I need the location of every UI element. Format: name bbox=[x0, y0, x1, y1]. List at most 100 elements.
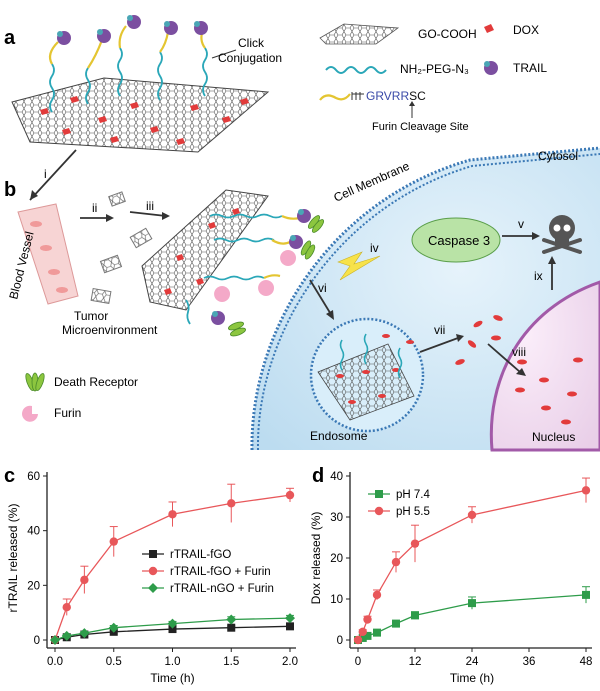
step-iii: iii bbox=[146, 199, 154, 213]
legend-go-cooh: GO-COOH bbox=[319, 23, 477, 45]
peg-chains-a bbox=[49, 47, 208, 113]
step-viii: viii bbox=[512, 345, 526, 359]
x-tick-label: 24 bbox=[466, 656, 479, 668]
y-tick-label: 60 bbox=[27, 471, 40, 483]
step-vi: vi bbox=[318, 281, 327, 295]
x-tick-label: 2.0 bbox=[282, 656, 298, 668]
data-point bbox=[363, 615, 372, 624]
y-axis-label: rTRAIL released (%) bbox=[6, 504, 20, 613]
data-point bbox=[80, 575, 89, 585]
legend-peptide: GRVRRSC Furin Cleavage Site bbox=[319, 89, 469, 133]
data-point bbox=[358, 633, 367, 642]
caspase-ellipse bbox=[411, 217, 501, 263]
graphene-sheet-a bbox=[11, 15, 270, 153]
x-tick-label: 12 bbox=[409, 656, 422, 668]
legend-death-receptor bbox=[25, 372, 45, 392]
dox-molecules-a bbox=[40, 96, 249, 145]
legend-marker bbox=[148, 583, 158, 593]
x-tick-label: 0.0 bbox=[47, 656, 63, 668]
data-point bbox=[109, 537, 118, 546]
y-axis-label: Dox released (%) bbox=[309, 512, 323, 605]
data-point bbox=[372, 590, 382, 600]
peptide-suffix: SC bbox=[409, 89, 426, 103]
data-point bbox=[392, 619, 400, 628]
y-tick-label: 0 bbox=[34, 635, 40, 647]
blood-vessel-label: Blood Vessel bbox=[6, 230, 36, 301]
caspase-label: Caspase 3 bbox=[428, 233, 490, 248]
legend-marker bbox=[149, 550, 157, 558]
cytosol-label: Cytosol bbox=[538, 149, 578, 163]
endosome-label: Endosome bbox=[310, 429, 368, 443]
legend-dox: DOX bbox=[484, 23, 539, 37]
data-point bbox=[363, 631, 372, 640]
data-point bbox=[227, 499, 236, 508]
data-point bbox=[79, 628, 90, 639]
legend-label: pH 5.5 bbox=[396, 506, 430, 518]
data-point bbox=[286, 622, 294, 631]
peptide-linkers-a bbox=[48, 25, 206, 69]
microenv-label: Microenvironment bbox=[62, 323, 158, 337]
data-point bbox=[226, 614, 237, 625]
x-tick-label: 1.5 bbox=[223, 656, 239, 668]
blood-vessel bbox=[17, 203, 79, 305]
data-point bbox=[411, 611, 419, 620]
data-point bbox=[62, 603, 71, 612]
x-tick-label: 36 bbox=[523, 656, 536, 668]
legend-label: rTRAIL-fGO bbox=[170, 549, 231, 561]
legend-marker bbox=[375, 490, 383, 498]
data-point bbox=[227, 623, 236, 632]
step-v: v bbox=[518, 217, 524, 231]
death-receptor-label: Death Receptor bbox=[54, 375, 138, 389]
legend-peg: NH₂-PEG-N₃ bbox=[325, 62, 469, 76]
legend-dox-label: DOX bbox=[513, 23, 539, 37]
furin-label: Furin bbox=[54, 406, 81, 420]
cleavage-site-label: Furin Cleavage Site bbox=[372, 121, 469, 133]
tumor-label: Tumor bbox=[74, 309, 108, 323]
legend-trail-label: TRAIL bbox=[513, 61, 547, 75]
y-tick-label: 30 bbox=[330, 512, 343, 524]
legend-label: pH 7.4 bbox=[396, 489, 430, 501]
x-tick-label: 0 bbox=[355, 656, 361, 668]
peptide-prefix: GRVRR bbox=[366, 89, 409, 103]
panel-label-d: d bbox=[312, 465, 324, 487]
y-tick-label: 10 bbox=[330, 594, 343, 606]
y-tick-label: 40 bbox=[330, 471, 343, 483]
furin-membrane bbox=[214, 250, 297, 302]
x-axis-label: Time (h) bbox=[150, 671, 194, 685]
step-iv: iv bbox=[370, 241, 379, 255]
click-label: Click bbox=[238, 36, 265, 50]
signal-bolt-icon bbox=[337, 251, 381, 281]
data-point bbox=[168, 625, 177, 634]
step-i: i bbox=[44, 167, 47, 181]
graphene-sheet-b bbox=[141, 189, 301, 325]
data-point bbox=[285, 490, 295, 500]
skull-icon bbox=[542, 215, 582, 254]
data-point bbox=[391, 557, 401, 567]
x-axis-label: Time (h) bbox=[450, 671, 494, 685]
y-tick-label: 40 bbox=[27, 526, 40, 538]
series-2 bbox=[50, 613, 295, 645]
panel-label-c: c bbox=[4, 465, 15, 487]
data-point bbox=[358, 627, 367, 636]
x-tick-label: 48 bbox=[580, 656, 593, 668]
legend-marker bbox=[374, 506, 384, 516]
data-point bbox=[285, 613, 295, 624]
legend-go-label: GO-COOH bbox=[418, 27, 477, 41]
data-point bbox=[61, 630, 72, 641]
y-tick-label: 0 bbox=[337, 635, 343, 647]
svg-text:GRVRRSC: GRVRRSC bbox=[366, 89, 426, 103]
legend-marker bbox=[148, 566, 158, 576]
x-tick-label: 0.5 bbox=[106, 656, 122, 668]
legend-label: rTRAIL-fGO + Furin bbox=[170, 566, 271, 578]
data-point bbox=[168, 510, 177, 519]
data-point bbox=[353, 635, 363, 645]
data-point bbox=[582, 590, 590, 599]
trail-proteins-a bbox=[57, 15, 208, 45]
data-point bbox=[50, 635, 60, 645]
data-point bbox=[108, 622, 119, 633]
click-pointer bbox=[211, 49, 237, 59]
legend-label: rTRAIL-nGO + Furin bbox=[170, 583, 274, 595]
data-point bbox=[581, 486, 591, 495]
series-1 bbox=[353, 477, 591, 645]
